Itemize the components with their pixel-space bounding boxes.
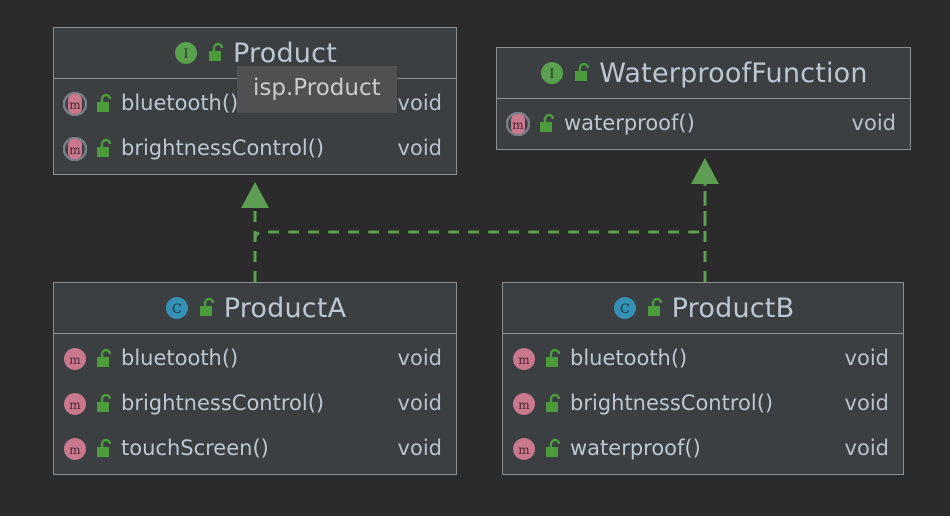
uml-member-name: waterproof() — [564, 111, 695, 135]
uml-header-producta[interactable]: C ProductA — [54, 283, 456, 334]
method-icon: m — [512, 392, 536, 416]
uml-member-name: brightnessControl() — [121, 136, 325, 160]
uml-member-type: void — [844, 346, 889, 370]
method-icon: m — [512, 347, 536, 371]
svg-text:m: m — [69, 398, 81, 412]
unlock-icon — [543, 438, 563, 460]
method-icon: m — [512, 437, 536, 461]
uml-header-productb[interactable]: C ProductB — [503, 283, 903, 334]
realization-arrowhead-waterproof — [691, 158, 719, 184]
uml-member-type: void — [397, 391, 442, 415]
uml-class-waterprooffunction[interactable]: I WaterproofFunction m — [496, 47, 911, 150]
tooltip-qualified-name: isp.Product — [237, 66, 397, 113]
uml-members-productb: m bluetooth() void m — [503, 334, 903, 474]
unlock-icon — [197, 297, 217, 319]
unlock-icon — [543, 348, 563, 370]
svg-text:I: I — [550, 67, 555, 82]
class-icon: C — [164, 295, 190, 321]
method-icon: m — [63, 392, 87, 416]
uml-members-producta: m bluetooth() void m — [54, 334, 456, 474]
uml-member-name: touchScreen() — [121, 436, 269, 460]
interface-icon: I — [173, 40, 199, 66]
uml-member-row[interactable]: m waterproof() void — [497, 101, 910, 146]
uml-member-row[interactable]: m waterproof() void — [503, 426, 903, 471]
uml-member-row[interactable]: m bluetooth() void — [54, 81, 456, 126]
uml-member-name: brightnessControl() — [121, 391, 325, 415]
svg-text:C: C — [172, 302, 182, 317]
uml-title-producta: ProductA — [223, 292, 347, 324]
class-icon: C — [612, 295, 638, 321]
uml-member-type: void — [397, 436, 442, 460]
uml-member-type: void — [851, 111, 896, 135]
unlock-icon — [94, 348, 114, 370]
unlock-icon — [645, 297, 665, 319]
unlock-icon — [94, 438, 114, 460]
uml-member-row[interactable]: m brightnessControl() void — [503, 381, 903, 426]
svg-text:m: m — [518, 353, 530, 367]
unlock-icon — [537, 113, 557, 135]
interface-icon: I — [539, 60, 565, 86]
abstract-method-icon: m — [63, 91, 87, 116]
uml-class-productb[interactable]: C ProductB m — [502, 282, 904, 475]
unlock-icon — [94, 393, 114, 415]
uml-member-row[interactable]: m touchScreen() void — [54, 426, 456, 471]
uml-member-type: void — [397, 346, 442, 370]
unlock-icon — [572, 62, 592, 84]
uml-title-productb: ProductB — [671, 292, 795, 324]
uml-member-name: brightnessControl() — [570, 391, 774, 415]
uml-class-product[interactable]: I Product m — [53, 27, 457, 175]
unlock-icon — [94, 93, 114, 115]
svg-text:m: m — [69, 143, 81, 157]
uml-member-row[interactable]: m bluetooth() void — [503, 336, 903, 381]
svg-text:I: I — [183, 47, 188, 62]
method-icon: m — [63, 437, 87, 461]
uml-member-type: void — [397, 91, 442, 115]
unlock-icon — [543, 393, 563, 415]
svg-text:m: m — [518, 443, 530, 457]
svg-text:m: m — [69, 353, 81, 367]
uml-members-waterprooffunction: m waterproof() void — [497, 99, 910, 149]
uml-member-name: bluetooth() — [121, 91, 239, 115]
edge-producta-product — [253, 180, 707, 282]
uml-member-row[interactable]: m brightnessControl() void — [54, 381, 456, 426]
uml-member-type: void — [844, 391, 889, 415]
uml-member-row[interactable]: m brightnessControl() void — [54, 126, 456, 171]
abstract-method-icon: m — [63, 136, 87, 161]
uml-title-waterprooffunction: WaterproofFunction — [599, 57, 868, 89]
unlock-icon — [94, 138, 114, 160]
uml-member-type: void — [397, 136, 442, 160]
realization-arrowhead-product — [241, 182, 269, 208]
svg-text:C: C — [620, 302, 630, 317]
uml-member-type: void — [844, 436, 889, 460]
uml-member-name: waterproof() — [570, 436, 701, 460]
uml-class-producta[interactable]: C ProductA m — [53, 282, 457, 475]
uml-title-product: Product — [233, 37, 337, 69]
uml-member-name: bluetooth() — [121, 346, 239, 370]
uml-header-waterprooffunction[interactable]: I WaterproofFunction — [497, 48, 910, 99]
method-icon: m — [63, 347, 87, 371]
svg-text:m: m — [69, 443, 81, 457]
svg-text:m: m — [518, 398, 530, 412]
abstract-method-icon: m — [506, 111, 530, 136]
unlock-icon — [206, 42, 226, 64]
svg-text:m: m — [69, 98, 81, 112]
svg-text:m: m — [512, 118, 524, 132]
uml-member-row[interactable]: m bluetooth() void — [54, 336, 456, 381]
uml-header-product[interactable]: I Product — [54, 28, 456, 79]
uml-member-name: bluetooth() — [570, 346, 688, 370]
